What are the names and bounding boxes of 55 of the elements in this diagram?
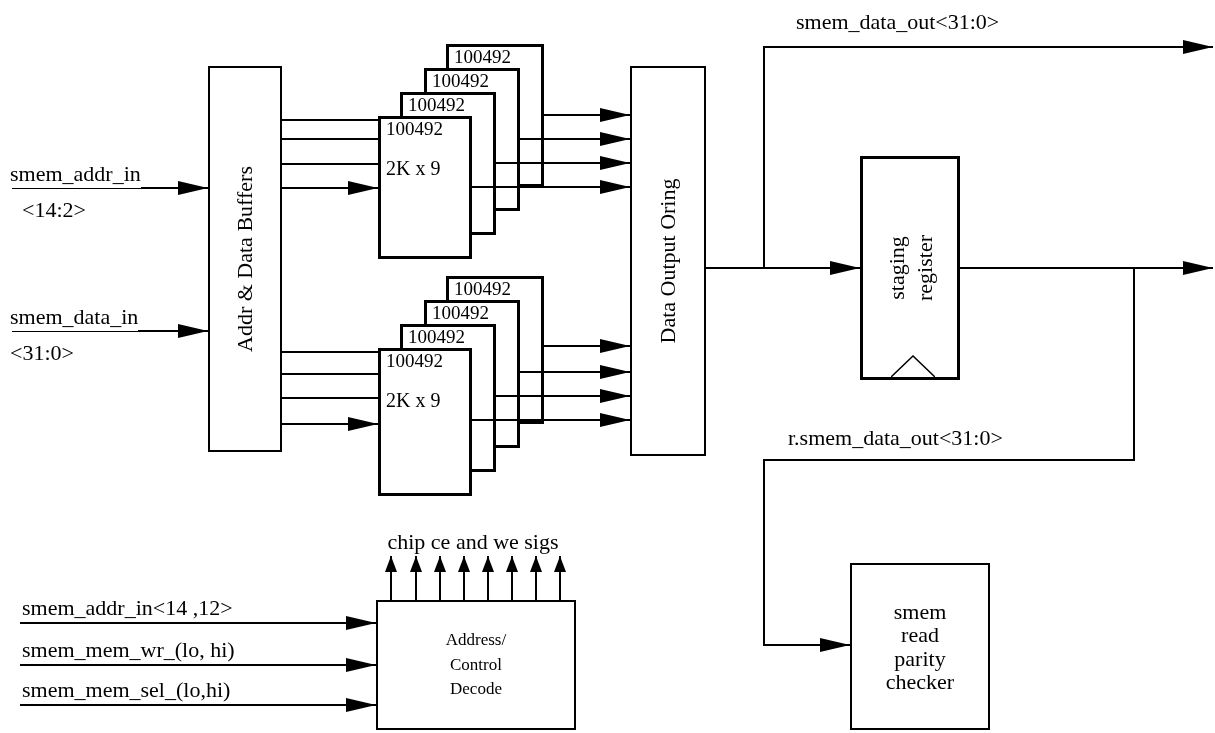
chip-label: 2K x 9 (386, 390, 441, 410)
arrow (543, 108, 631, 122)
arrow (543, 156, 631, 170)
connector-line (281, 119, 379, 121)
memory-chip-stack (378, 44, 544, 259)
memory-chip-stack (378, 276, 544, 496)
arrow (281, 417, 379, 431)
block-label: smem read parity checker (884, 600, 956, 693)
arrow (11, 324, 209, 338)
arrow (482, 555, 494, 601)
connector-line (281, 373, 379, 375)
arrow (19, 616, 377, 630)
chip-label: 100492 (432, 303, 489, 322)
arrow (410, 555, 422, 601)
arrow (281, 181, 379, 195)
arrow (543, 365, 631, 379)
block-label: Data Output Oring (654, 178, 682, 344)
chip-label: 100492 (386, 351, 443, 370)
chip-label: 100492 (408, 95, 465, 114)
block-label: Address/ Control Decode (444, 629, 508, 701)
chip-label: 100492 (432, 71, 489, 90)
arrow (554, 555, 566, 601)
arrow (385, 555, 397, 601)
arrow (458, 555, 470, 601)
chip-label: 100492 (386, 119, 443, 138)
arrow (543, 132, 631, 146)
signal-label: <31:0> (10, 339, 74, 367)
connector-line (281, 397, 379, 399)
logic-block (208, 66, 282, 452)
signal-label: chip ce and we sigs (362, 528, 584, 556)
decoder-block (376, 600, 576, 730)
block-label: Addr & Data Buffers (231, 166, 259, 352)
arrow (11, 181, 209, 195)
arrow (543, 413, 631, 427)
register-block (860, 156, 960, 380)
arrow (763, 267, 1135, 652)
connector-line (281, 138, 379, 140)
arrow (19, 698, 377, 712)
arrow (543, 339, 631, 353)
connector-line (281, 351, 379, 353)
arrow (19, 658, 377, 672)
logic-block (630, 66, 706, 456)
signal-label: <14:2> (22, 196, 86, 224)
chip-label: 2K x 9 (386, 158, 441, 178)
arrow (506, 555, 518, 601)
checker-block (850, 563, 990, 730)
block-label: staging register (882, 234, 938, 303)
arrow (543, 180, 631, 194)
chip-label: 100492 (408, 327, 465, 346)
connector-line (281, 163, 379, 165)
chip-label: 100492 (454, 279, 511, 298)
arrow (434, 555, 446, 601)
arrow (543, 389, 631, 403)
chip-label: 100492 (454, 47, 511, 66)
arrow (530, 555, 542, 601)
